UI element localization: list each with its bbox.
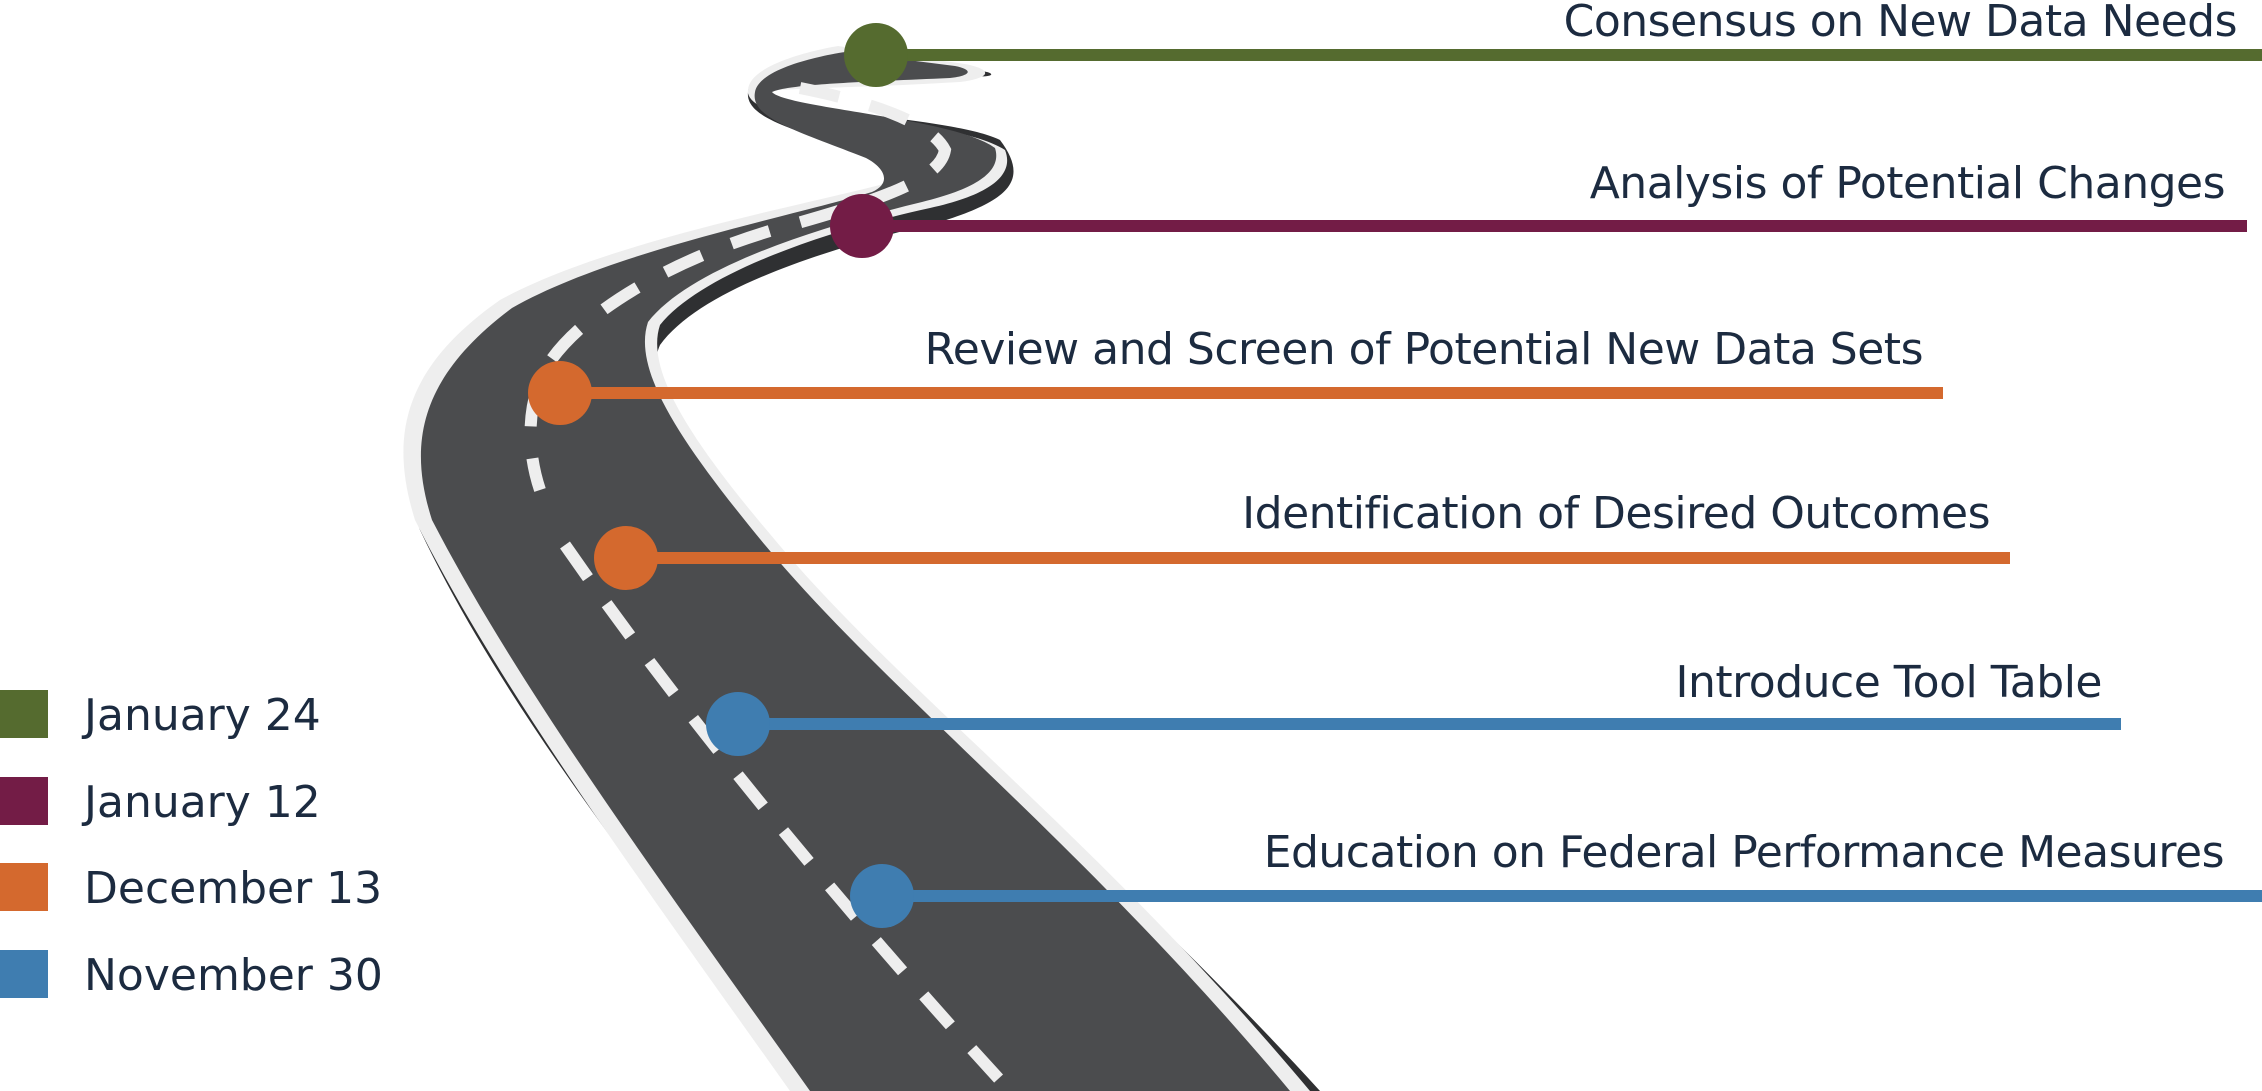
legend-swatch xyxy=(0,950,48,998)
road-surface xyxy=(420,52,1290,1091)
milestone-label: Introduce Tool Table xyxy=(1675,657,2103,708)
milestone-marker xyxy=(528,361,592,425)
milestone-label: Consensus on New Data Needs xyxy=(1563,0,2238,47)
milestone-marker xyxy=(850,864,914,928)
milestone-marker xyxy=(830,194,894,258)
legend-label: January 12 xyxy=(84,777,321,828)
milestone-label: Identification of Desired Outcomes xyxy=(1242,488,1990,539)
milestone-marker xyxy=(844,23,908,87)
legend-label: January 24 xyxy=(84,690,321,741)
legend-label: December 13 xyxy=(84,863,383,914)
milestone-marker xyxy=(594,526,658,590)
milestone-marker xyxy=(706,692,770,756)
legend-label: November 30 xyxy=(84,950,383,1001)
legend-swatch xyxy=(0,863,48,911)
milestone-label: Analysis of Potential Changes xyxy=(1589,158,2226,209)
legend-swatch xyxy=(0,777,48,825)
milestone-label: Education on Federal Performance Measure… xyxy=(1263,827,2225,878)
milestone-label: Review and Screen of Potential New Data … xyxy=(924,324,1924,375)
legend-swatch xyxy=(0,690,48,738)
